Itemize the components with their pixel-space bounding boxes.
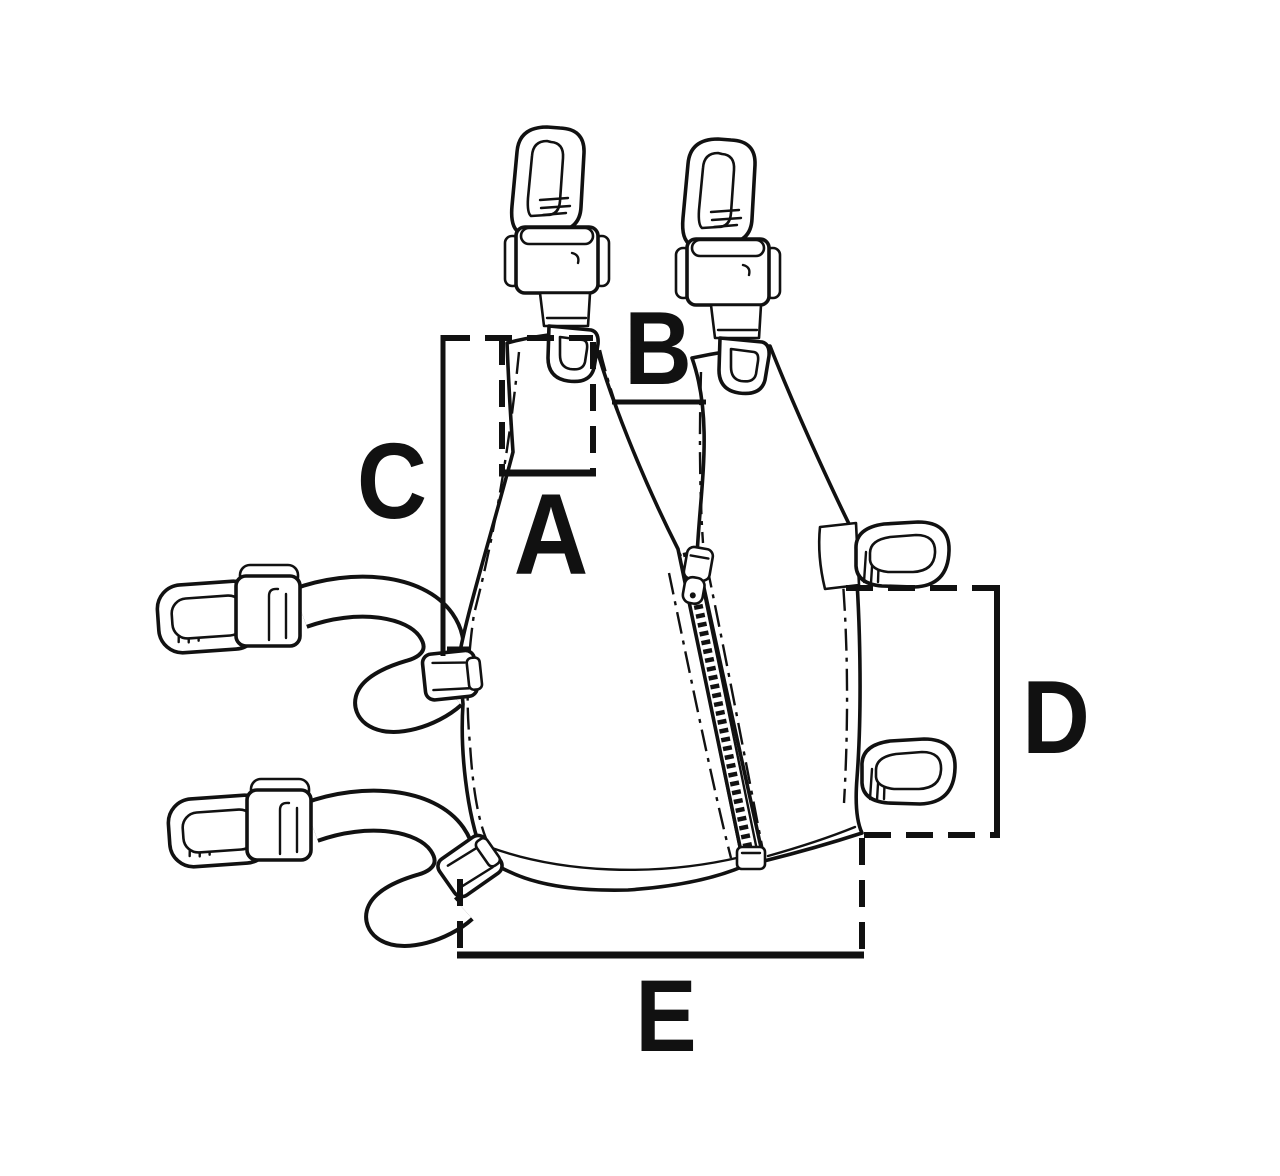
label-e: E (635, 958, 696, 1073)
zipper-pull-hole (689, 592, 696, 599)
strap-buckle (234, 563, 302, 648)
measurement-a (443, 335, 596, 477)
zipper-pull-tab (681, 575, 706, 606)
shoulder-strap-hatch (538, 196, 572, 217)
shoulder-strap-stub (709, 303, 763, 340)
shoulder-strap-left (503, 125, 611, 384)
shoulder-hook-opening (729, 347, 760, 383)
shoulder-strap-hatch (709, 208, 743, 229)
shoulder-buckle (503, 225, 611, 295)
side-strap-lower-left (166, 777, 477, 948)
zipper-stop (735, 845, 767, 871)
measurement-c (440, 335, 471, 656)
measurement-e (457, 838, 865, 959)
shoulder-buckle (674, 237, 782, 307)
strap-end-loop (166, 793, 272, 869)
shoulder-loop-opening (526, 139, 565, 218)
side-strap-clip-upper (420, 648, 484, 702)
buckle-bar (267, 587, 280, 642)
zipper-slider (681, 545, 715, 606)
label-c: C (357, 420, 427, 541)
side-strap-clip-lower (436, 833, 504, 899)
strap-band-fill (304, 792, 473, 944)
label-a: A (514, 471, 589, 599)
buckle-cap (690, 238, 766, 258)
belt-loop-upper-right (817, 520, 951, 591)
clip-tab (465, 656, 484, 692)
dimension-labels: A B C D E (357, 289, 1090, 1073)
buckle-bar (278, 801, 291, 856)
belt-loop-patch (817, 521, 861, 591)
buckle-cap (519, 226, 595, 246)
side-strap-upper-left (155, 563, 466, 734)
measurement-d (846, 585, 1000, 838)
vest-hem-lines (490, 825, 857, 872)
vest-body (457, 329, 864, 892)
shoulder-loop-opening (697, 151, 736, 230)
strap-buckle (245, 777, 313, 862)
clip-tab (474, 836, 502, 868)
belt-loop-opening (868, 533, 937, 574)
zipper-teeth (682, 551, 756, 863)
strap-loop-opening (170, 594, 246, 640)
belt-loop-lower-right (860, 737, 957, 806)
shoulder-strap-stub (538, 291, 592, 328)
shoulder-hook-opening (558, 335, 589, 371)
label-b: B (624, 289, 692, 406)
strap-loop-opening (181, 808, 257, 854)
belt-loop-opening (874, 750, 943, 791)
shoulder-strap-right (674, 137, 782, 396)
label-d: D (1022, 658, 1090, 775)
zipper (677, 545, 767, 871)
